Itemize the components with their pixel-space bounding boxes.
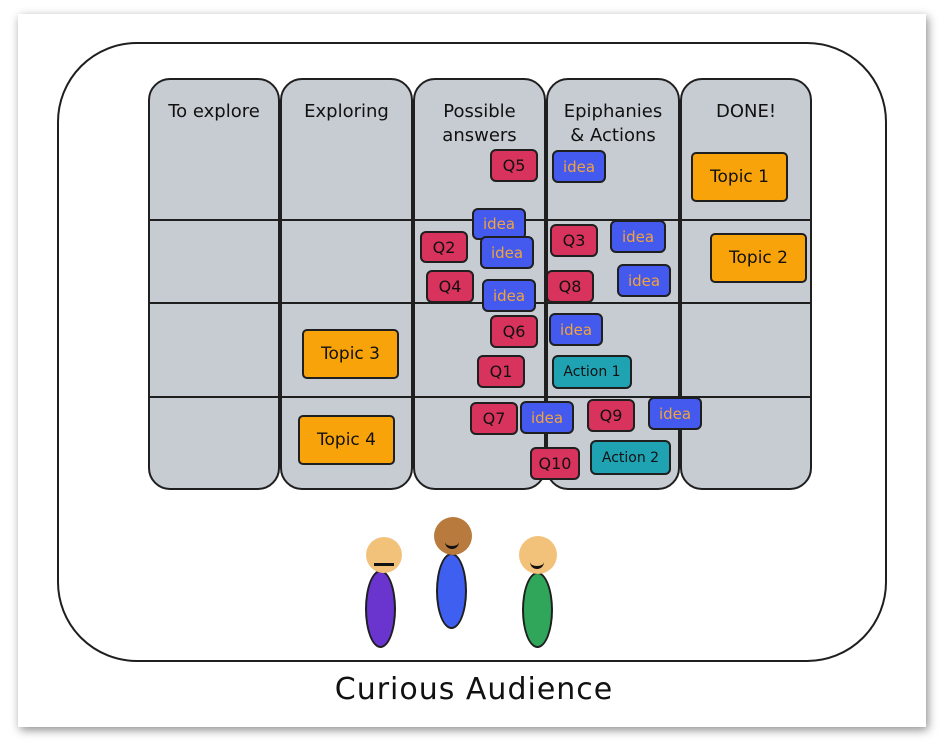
person-body (436, 553, 467, 629)
person-body (365, 570, 396, 648)
question-card[interactable]: Q8 (546, 270, 594, 303)
swimlane-divider (148, 396, 812, 398)
topic-card[interactable]: Topic 4 (298, 415, 395, 465)
column-title: Epiphanies & Actions (563, 101, 663, 146)
person-mouth (445, 538, 459, 549)
idea-card[interactable]: idea (480, 236, 534, 269)
idea-card[interactable]: idea (617, 264, 671, 297)
column-title: To explore (168, 101, 260, 122)
person-mouth (530, 558, 544, 569)
question-card[interactable]: Q2 (420, 231, 468, 263)
swimlane-divider (148, 302, 812, 304)
column-to-explore: To explore (148, 78, 280, 490)
question-card[interactable]: Q5 (490, 149, 538, 182)
person-mouth (374, 563, 394, 566)
topic-card[interactable]: Topic 3 (302, 329, 399, 379)
idea-card[interactable]: idea (610, 220, 666, 253)
question-card[interactable]: Q10 (530, 447, 580, 480)
idea-card[interactable]: idea (549, 313, 603, 346)
question-card[interactable]: Q9 (587, 399, 635, 432)
column-done: DONE! (680, 78, 812, 490)
idea-card[interactable]: idea (520, 401, 574, 434)
audience-caption: Curious Audience (334, 672, 614, 707)
person-head (366, 537, 402, 573)
question-card[interactable]: Q7 (470, 402, 518, 435)
idea-card[interactable]: idea (552, 150, 606, 183)
room-outline (57, 42, 887, 662)
action-card[interactable]: Action 2 (590, 440, 671, 475)
column-title: Exploring (304, 101, 389, 122)
question-card[interactable]: Q4 (426, 270, 474, 303)
action-card[interactable]: Action 1 (552, 355, 632, 389)
person-body (522, 572, 553, 648)
idea-card[interactable]: idea (648, 397, 702, 430)
topic-card[interactable]: Topic 2 (710, 233, 807, 283)
question-card[interactable]: Q3 (550, 224, 598, 257)
column-title: Possible answers (442, 101, 517, 146)
person-head (434, 517, 472, 555)
question-card[interactable]: Q6 (490, 315, 538, 348)
idea-card[interactable]: idea (482, 279, 536, 312)
column-title: DONE! (715, 101, 777, 122)
topic-card[interactable]: Topic 1 (691, 152, 788, 202)
question-card[interactable]: Q1 (477, 355, 525, 388)
